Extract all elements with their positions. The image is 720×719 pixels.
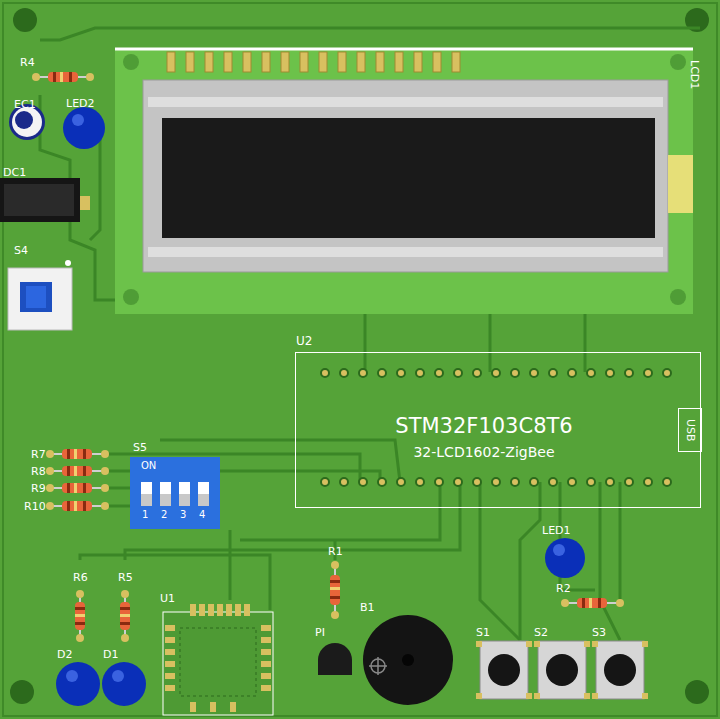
part-label: S1: [476, 626, 490, 639]
part-label: S3: [592, 626, 606, 639]
part-label: 4: [199, 508, 205, 521]
part-label: R6: [73, 571, 88, 584]
part-label: D1: [103, 648, 118, 661]
part-label: R7: [31, 448, 46, 461]
part-label: 1: [142, 508, 148, 521]
part-label: S5: [133, 441, 147, 454]
part-label: ON: [141, 459, 156, 472]
module-text: STM32F103C8T6: [395, 414, 572, 438]
part-label: EC1: [14, 98, 36, 111]
usb-port-outline: USB: [678, 408, 702, 452]
part-label: R4: [20, 56, 35, 69]
part-label: 2: [161, 508, 167, 521]
part-label: LED2: [66, 97, 95, 110]
part-label: S4: [14, 244, 28, 257]
mcu-module-outline: U2STM32F103C8T632-LCD1602-ZigBeeUSB: [295, 352, 701, 508]
part-label: S2: [534, 626, 548, 639]
part-label: R10: [24, 500, 46, 513]
part-label: R1: [328, 545, 343, 558]
part-label: 3: [180, 508, 186, 521]
part-label: LCD1: [688, 60, 701, 89]
part-label: R2: [556, 582, 571, 595]
part-label: B1: [360, 601, 375, 614]
part-label: R5: [118, 571, 133, 584]
part-label: U1: [160, 592, 175, 605]
part-label: LED1: [542, 524, 571, 537]
module-text: USB: [684, 419, 697, 442]
part-label: D2: [57, 648, 72, 661]
part-label: PI: [315, 626, 325, 639]
part-label: DC1: [3, 166, 26, 179]
part-label: R9: [31, 482, 46, 495]
module-text: U2: [296, 334, 312, 348]
module-text: 32-LCD1602-ZigBee: [413, 444, 554, 460]
part-label: R8: [31, 465, 46, 478]
